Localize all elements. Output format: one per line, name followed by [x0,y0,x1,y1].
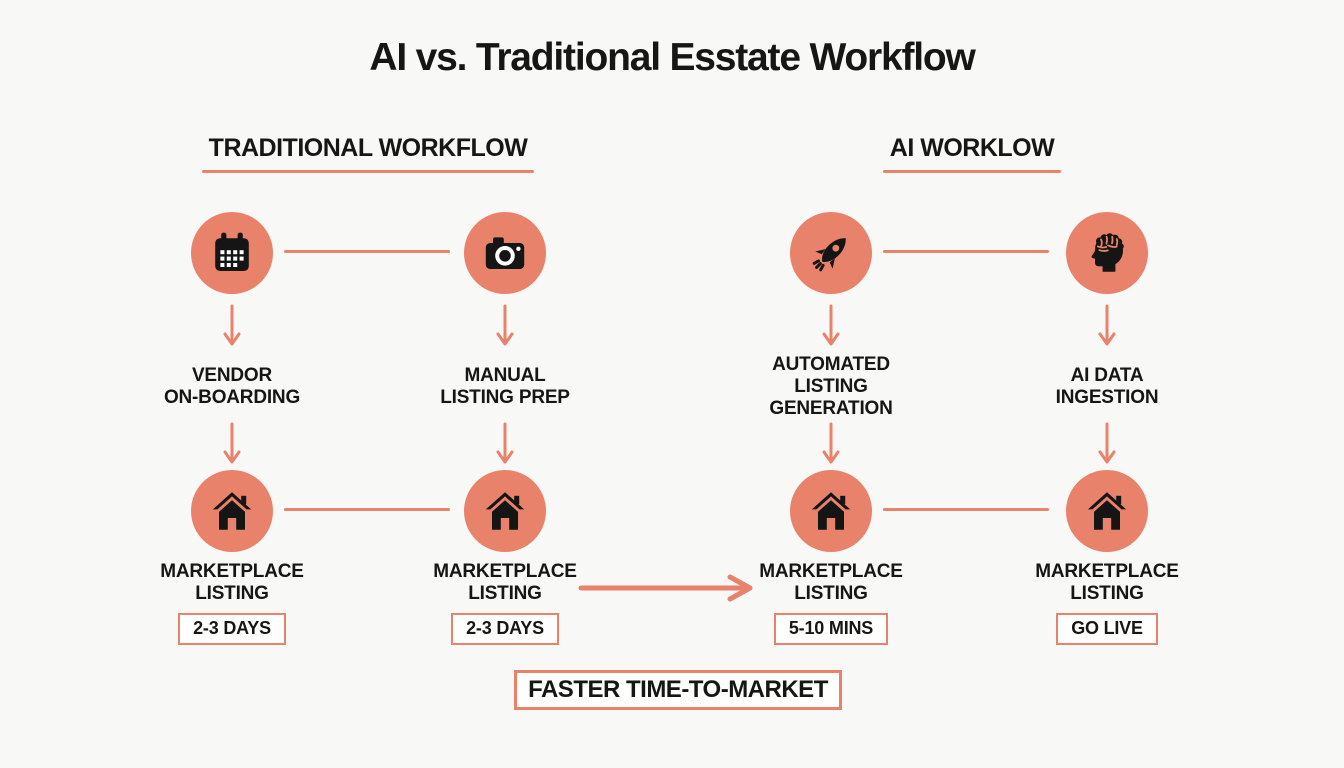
down-arrow [496,304,514,346]
down-arrow [1098,304,1116,346]
duration-badge: 2-3 DAYS [451,613,559,645]
connector-line [883,250,1049,253]
section-header-ai: AI WORKLOW [772,134,1172,173]
rocket-icon [790,212,872,294]
step-label-automated-listing-generation: AUTOMATED LISTING GENERATION [769,354,893,419]
section-underline-traditional [202,170,534,173]
badge-wrap: 5-10 MINS [691,613,971,645]
diagram-title: AI vs. Traditional Esstate Workflow [369,36,975,79]
result-label-marketplace-listing: MARKETPLACE LISTING [759,561,903,604]
section-header-traditional-label: TRADITIONAL WORKFLOW [208,134,528,162]
step-label-manual-listing-prep: MANUAL LISTING PREP [440,365,570,408]
house-icon [1066,470,1148,552]
house-icon [464,470,546,552]
camera-icon [464,212,546,294]
connector-line [883,508,1049,511]
step-label-ai-data-ingestion: AI DATA INGESTION [1055,365,1159,408]
duration-badge: 5-10 MINS [773,613,889,645]
step-label-vendor-onboarding: VENDOR ON-BOARDING [163,365,301,408]
down-arrow [223,304,241,346]
connector-line [284,508,450,511]
duration-badge: 2-3 DAYS [178,613,286,645]
result-label-marketplace-listing: MARKETPLACE LISTING [1035,561,1179,604]
result-label-marketplace-listing: MARKETPLACE LISTING [433,561,577,604]
house-icon [191,470,273,552]
section-underline-ai [883,170,1061,173]
calendar-icon [191,212,273,294]
connector-line [284,250,450,253]
result-label-marketplace-listing: MARKETPLACE LISTING [160,561,304,604]
badge-wrap: GO LIVE [967,613,1247,645]
down-arrow [822,304,840,346]
section-header-traditional: TRADITIONAL WORKFLOW [168,134,568,173]
brain-icon [1066,212,1148,294]
badge-wrap: 2-3 DAYS [365,613,645,645]
section-header-ai-label: AI WORKLOW [889,134,1055,162]
down-arrow [496,422,514,464]
flow-arrow-right [578,574,753,602]
down-arrow [223,422,241,464]
house-icon [790,470,872,552]
duration-badge: GO LIVE [1056,613,1158,645]
down-arrow [1098,422,1116,464]
banner-faster-time-to-market: FASTER TIME-TO-MARKET [514,670,842,710]
down-arrow [822,422,840,464]
badge-wrap: 2-3 DAYS [92,613,372,645]
